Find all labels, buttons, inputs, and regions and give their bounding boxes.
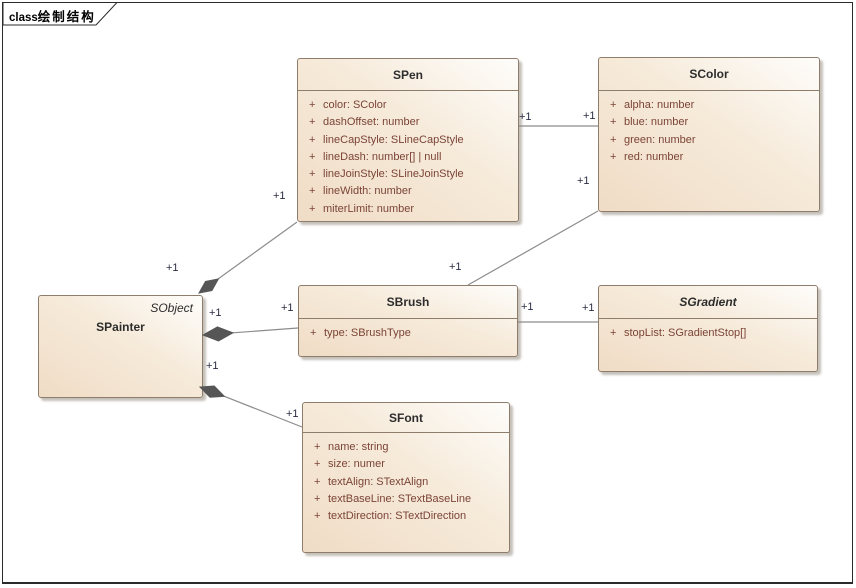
multiplicity-label[interactable]: +1	[519, 111, 532, 123]
visibility-marker: +	[309, 99, 316, 111]
visibility-marker: +	[309, 168, 316, 181]
visibility-marker: +	[309, 116, 316, 129]
visibility-marker: +	[309, 133, 316, 146]
class-title: SGradient	[599, 286, 817, 319]
class-scolor[interactable]: SColor + alpha: number + blue: number + gre…	[598, 57, 820, 212]
attribute-text: type: SBrushType	[324, 327, 411, 339]
attribute-text: red: number	[624, 150, 684, 163]
attribute-text: stopList: SGradientStop[]	[624, 327, 747, 339]
attribute-row[interactable]: + lineCapStyle: SLineCapStyle	[298, 132, 518, 149]
visibility-marker: +	[610, 133, 617, 146]
multiplicity-label[interactable]: +1	[281, 302, 294, 314]
multiplicity-label[interactable]: +1	[582, 302, 595, 314]
attribute-row[interactable]: + red: number	[599, 149, 819, 166]
attribute-list: + stopList: SGradientStop[]	[599, 319, 817, 342]
class-title: SBrush	[299, 286, 517, 319]
attribute-row[interactable]: + dashOffset: number	[298, 114, 518, 131]
attribute-text: textBaseLine: STextBaseLine	[328, 492, 472, 505]
attribute-text: color: SColor	[323, 99, 387, 111]
attribute-text: miterLimit: number	[323, 202, 415, 215]
attribute-row[interactable]: + name: string	[303, 439, 509, 456]
class-title: SPen	[298, 59, 518, 91]
attribute-row[interactable]: + lineWidth: number	[298, 183, 518, 200]
attribute-text: textAlign: STextAlign	[328, 475, 429, 488]
attribute-row[interactable]: + miterLimit: number	[298, 201, 518, 218]
visibility-marker: +	[610, 99, 617, 111]
class-title: SColor	[599, 58, 819, 91]
class-spainter[interactable]: SObject SPainter	[38, 295, 203, 398]
class-spen[interactable]: SPen + color: SColor + dashOffset: number …	[297, 58, 519, 222]
multiplicity-label[interactable]: +1	[166, 262, 179, 274]
attribute-text: size: numer	[328, 458, 385, 471]
attribute-list: + color: SColor + dashOffset: number + line…	[298, 91, 518, 218]
visibility-marker: +	[610, 150, 617, 163]
attribute-text: lineJoinStyle: SLineJoinStyle	[323, 168, 464, 181]
visibility-marker: +	[309, 202, 316, 215]
visibility-marker: +	[314, 492, 321, 505]
visibility-marker: +	[309, 150, 316, 163]
attribute-row[interactable]: + alpha: number	[599, 97, 819, 114]
attribute-text: name: string	[328, 441, 389, 453]
visibility-marker: +	[610, 327, 617, 339]
attribute-text: alpha: number	[624, 99, 695, 111]
attribute-row[interactable]: + blue: number	[599, 114, 819, 131]
attribute-text: lineWidth: number	[323, 185, 412, 198]
visibility-marker: +	[610, 116, 617, 129]
attribute-row[interactable]: + lineJoinStyle: SLineJoinStyle	[298, 166, 518, 183]
multiplicity-label[interactable]: +1	[577, 175, 590, 187]
class-sfont[interactable]: SFont + name: string + size: numer + textAl…	[302, 402, 510, 553]
attribute-list: + name: string + size: numer + textAlign: S…	[303, 433, 509, 525]
frame-label: class绘制结构	[9, 6, 96, 25]
attribute-text: textDirection: STextDirection	[328, 510, 467, 523]
attribute-text: lineDash: number[] | null	[323, 150, 442, 163]
attribute-row[interactable]: + type: SBrushType	[299, 325, 517, 342]
attribute-text: blue: number	[624, 116, 689, 129]
frame-keyword: class	[9, 12, 38, 24]
visibility-marker: +	[314, 510, 321, 523]
attribute-list: + type: SBrushType	[299, 319, 517, 342]
class-sgradient[interactable]: SGradient + stopList: SGradientStop[]	[598, 285, 818, 372]
parent-classifier-label: SObject	[150, 301, 193, 315]
attribute-row[interactable]: + textBaseLine: STextBaseLine	[303, 491, 509, 508]
attribute-list: + alpha: number + blue: number + green: num…	[599, 91, 819, 166]
multiplicity-label[interactable]: +1	[583, 110, 596, 122]
attribute-row[interactable]: + lineDash: number[] | null	[298, 149, 518, 166]
visibility-marker: +	[310, 327, 317, 339]
multiplicity-label[interactable]: +1	[449, 261, 462, 273]
attribute-row[interactable]: + size: numer	[303, 456, 509, 473]
multiplicity-label[interactable]: +1	[209, 307, 222, 319]
visibility-marker: +	[314, 441, 321, 453]
class-title: SPainter	[96, 320, 145, 334]
attribute-text: dashOffset: number	[323, 116, 420, 129]
visibility-marker: +	[309, 185, 316, 198]
attribute-text: green: number	[624, 133, 696, 146]
frame-title: 绘制结构	[37, 10, 96, 24]
attribute-row[interactable]: + green: number	[599, 132, 819, 149]
attribute-row[interactable]: + textDirection: STextDirection	[303, 508, 509, 525]
multiplicity-label[interactable]: +1	[206, 360, 219, 372]
multiplicity-label[interactable]: +1	[521, 301, 534, 313]
class-sbrush[interactable]: SBrush + type: SBrushType	[298, 285, 518, 357]
multiplicity-label[interactable]: +1	[273, 190, 286, 202]
visibility-marker: +	[314, 475, 321, 488]
visibility-marker: +	[314, 458, 321, 471]
attribute-text: lineCapStyle: SLineCapStyle	[323, 133, 464, 146]
class-title: SFont	[303, 403, 509, 433]
multiplicity-label[interactable]: +1	[286, 408, 299, 420]
attribute-row[interactable]: + stopList: SGradientStop[]	[599, 325, 817, 342]
attribute-row[interactable]: + color: SColor	[298, 97, 518, 114]
attribute-row[interactable]: + textAlign: STextAlign	[303, 474, 509, 491]
